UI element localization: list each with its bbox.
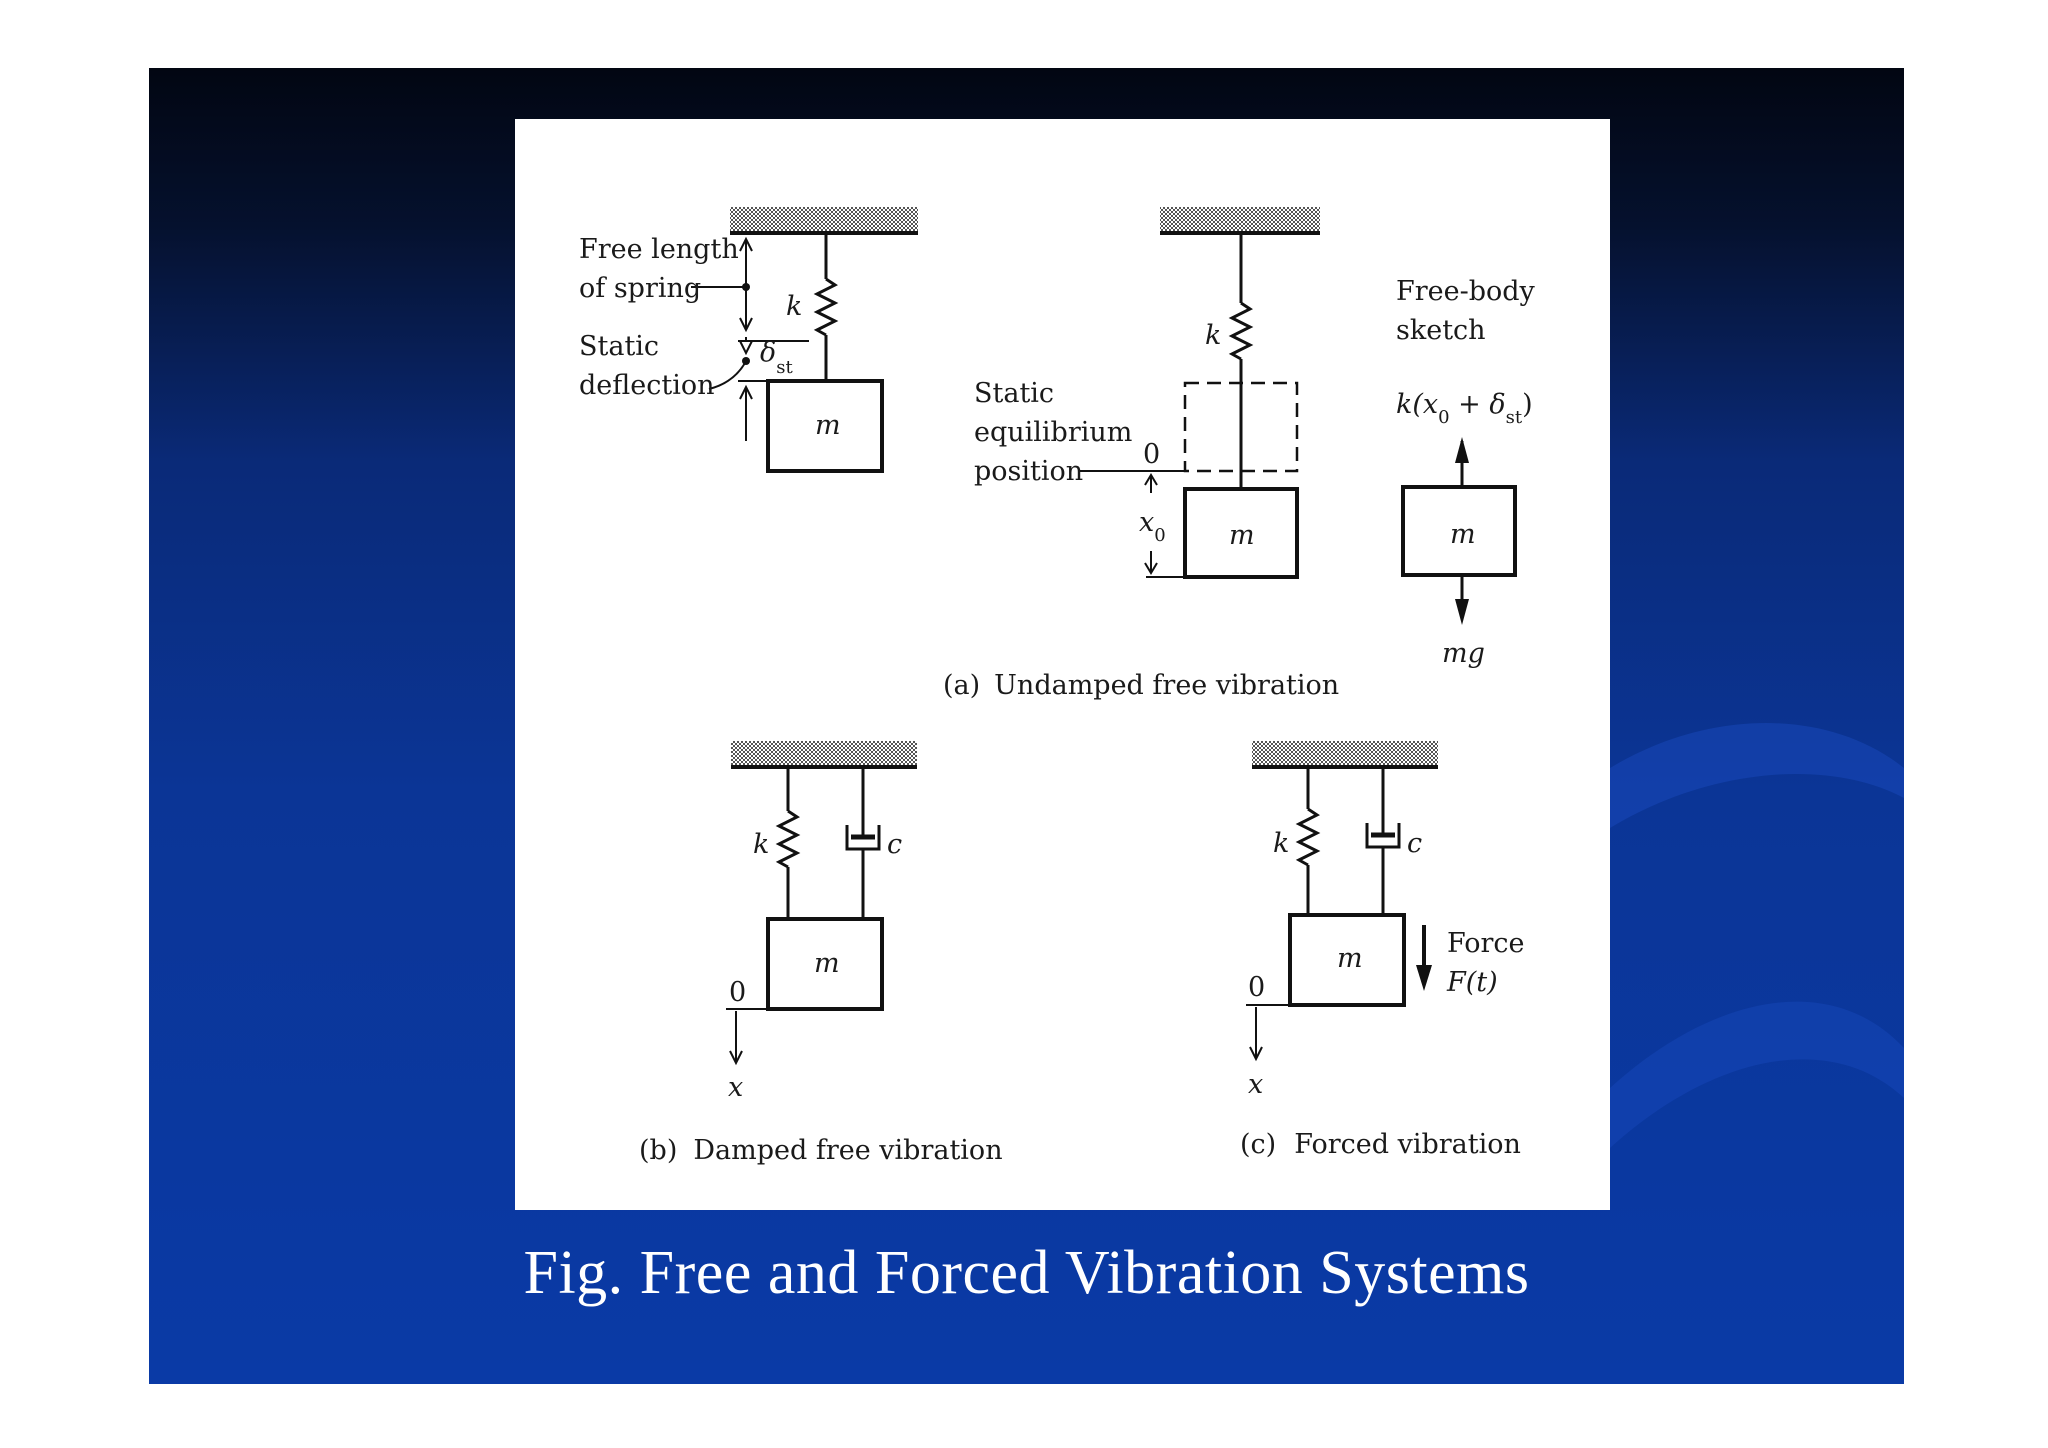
spring bbox=[1295, 767, 1321, 915]
mass-label: m bbox=[1337, 943, 1363, 974]
dimension-lines bbox=[691, 236, 809, 441]
spring bbox=[1228, 233, 1254, 489]
spring-k-label: k bbox=[1205, 320, 1221, 351]
ceiling-support bbox=[730, 207, 918, 233]
caption-a: (a)Undamped free vibration bbox=[943, 670, 1339, 701]
mass-label: m bbox=[815, 410, 841, 441]
static-label: Static bbox=[579, 331, 659, 362]
spring bbox=[775, 767, 801, 919]
diagram-a-left: m k Free length o bbox=[579, 207, 918, 473]
caption-b: (b)Damped free vibration bbox=[639, 1135, 1003, 1166]
spring bbox=[813, 233, 839, 381]
mass-block bbox=[766, 379, 884, 473]
spring-force-label: k(x0 + δst) bbox=[1396, 389, 1533, 428]
mass-label: m bbox=[1450, 519, 1476, 550]
deflection-label: deflection bbox=[579, 370, 715, 401]
mass-block bbox=[1288, 913, 1406, 1007]
diagram-b: k c m 0 x (b)Damped free vibration bbox=[639, 741, 1003, 1166]
ceiling-support bbox=[1160, 207, 1320, 233]
damper-c-label: c bbox=[887, 829, 902, 860]
free-body-label: Free-body bbox=[1396, 276, 1536, 307]
spring-k-label: k bbox=[1273, 828, 1289, 859]
delta-st-label: δst bbox=[760, 337, 794, 378]
mass-block bbox=[1183, 487, 1299, 579]
x-label: x bbox=[728, 1072, 743, 1103]
slide-caption: Fig. Free and Forced Vibration Systems bbox=[523, 1239, 1530, 1307]
damper bbox=[1365, 767, 1401, 915]
force-arrow-icon bbox=[1416, 965, 1432, 991]
diagram-a-middle: k m 0 x0 Static equilibrium position bbox=[974, 207, 1320, 579]
zero-label: 0 bbox=[1248, 972, 1265, 1003]
zero-label: 0 bbox=[729, 977, 746, 1008]
arrow-down-icon bbox=[1455, 599, 1469, 625]
static-eq-label-1: Static bbox=[974, 378, 1054, 409]
static-eq-label-3: position bbox=[974, 456, 1083, 487]
ceiling-support bbox=[731, 741, 917, 767]
vibration-diagram: m k Free length o bbox=[579, 207, 1536, 1166]
x-label: x bbox=[1248, 1069, 1263, 1100]
damper bbox=[845, 767, 881, 919]
dimension-lines bbox=[1079, 470, 1185, 578]
sketch-label: sketch bbox=[1396, 315, 1486, 346]
mass-block bbox=[766, 917, 884, 1011]
spring-k-label: k bbox=[786, 291, 802, 322]
of-spring-label: of spring bbox=[579, 273, 701, 304]
equilibrium-ghost-block bbox=[1183, 381, 1299, 473]
spring-k-label: k bbox=[753, 829, 769, 860]
static-eq-label-2: equilibrium bbox=[974, 417, 1132, 448]
weight-label: mg bbox=[1442, 638, 1485, 669]
arrow-up-icon bbox=[1455, 437, 1469, 463]
arrow-down-icon bbox=[1249, 1046, 1263, 1062]
caption-c: (c)Forced vibration bbox=[1240, 1129, 1521, 1160]
figure-panel: m k Free length o bbox=[515, 119, 1610, 1210]
diagram-c: k c m Force F(t) 0 x (c)Forced vibration bbox=[1240, 741, 1525, 1160]
force-label: Force bbox=[1447, 928, 1525, 959]
ceiling-support bbox=[1252, 741, 1438, 767]
x0-label: x0 bbox=[1139, 507, 1166, 546]
mass-label: m bbox=[814, 948, 840, 979]
zero-label: 0 bbox=[1143, 439, 1160, 470]
free-length-label: Free length bbox=[579, 234, 739, 265]
damper-c-label: c bbox=[1407, 828, 1422, 859]
mass-label: m bbox=[1229, 520, 1255, 551]
mass-block bbox=[1401, 485, 1517, 577]
arrow-down-icon bbox=[729, 1050, 743, 1066]
background-swoosh bbox=[1610, 723, 1904, 1148]
free-body-sketch: Free-body sketch k(x0 + δst) m mg bbox=[1396, 276, 1536, 669]
slide: m k Free length o bbox=[149, 68, 1904, 1384]
force-ft-label: F(t) bbox=[1446, 967, 1498, 998]
